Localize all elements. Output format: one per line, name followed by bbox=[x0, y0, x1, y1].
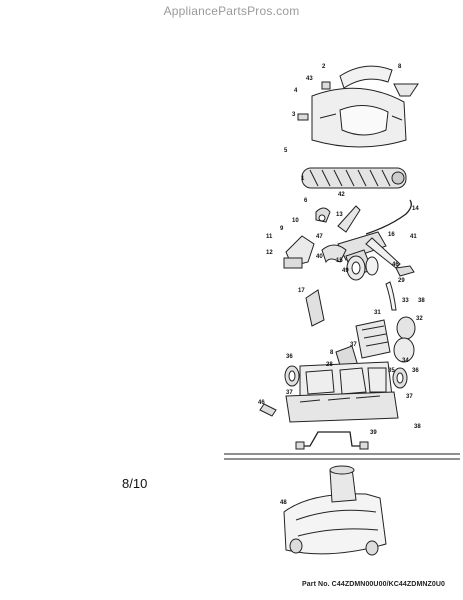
callout-31: 31 bbox=[374, 310, 381, 316]
callout-6: 6 bbox=[304, 198, 308, 204]
callout-38: 38 bbox=[414, 424, 421, 430]
callout-16: 16 bbox=[388, 232, 395, 238]
part-disc bbox=[365, 256, 379, 276]
callout-29: 29 bbox=[398, 278, 405, 284]
part-fan-housing bbox=[393, 337, 415, 363]
callout-35: 35 bbox=[388, 368, 395, 374]
callout-33: 33 bbox=[402, 298, 409, 304]
part-motor bbox=[355, 319, 391, 359]
part-small-tab bbox=[321, 81, 331, 90]
callout-38: 38 bbox=[418, 298, 425, 304]
callout-37: 37 bbox=[350, 342, 357, 348]
callout-42: 42 bbox=[338, 192, 345, 198]
callout-43: 43 bbox=[306, 76, 313, 82]
callout-28: 28 bbox=[326, 362, 333, 368]
callout-40: 40 bbox=[316, 254, 323, 260]
part-rod bbox=[365, 237, 401, 269]
part-number: Part No. C44ZDMN00U00/KC44ZDMNZ0U0 bbox=[302, 581, 446, 588]
part-handle-bar bbox=[300, 431, 364, 447]
part-spring-clip bbox=[395, 265, 415, 277]
part-top-cover bbox=[339, 65, 393, 89]
callout-39: 39 bbox=[370, 430, 377, 436]
callout-10: 10 bbox=[292, 218, 299, 224]
callout-3: 3 bbox=[292, 112, 296, 118]
callout-48: 48 bbox=[280, 500, 287, 506]
part-link-arm bbox=[337, 205, 361, 233]
page-number: 8/10 bbox=[122, 476, 148, 491]
part-small-arm bbox=[259, 403, 277, 417]
callout-46: 46 bbox=[392, 262, 399, 268]
callout-34: 34 bbox=[402, 358, 409, 364]
callout-36: 36 bbox=[286, 354, 293, 360]
part-latch bbox=[305, 289, 325, 327]
part-base-plate bbox=[285, 391, 399, 423]
callout-8: 8 bbox=[398, 64, 402, 70]
part-clip bbox=[297, 113, 309, 121]
callout-46: 46 bbox=[258, 400, 265, 406]
callout-47: 47 bbox=[316, 234, 323, 240]
callout-36: 36 bbox=[412, 368, 419, 374]
callout-14: 14 bbox=[412, 206, 419, 212]
part-fan bbox=[396, 316, 416, 340]
part-cord bbox=[365, 199, 412, 235]
callout-17: 17 bbox=[298, 288, 305, 294]
callout-32: 32 bbox=[416, 316, 423, 322]
part-small-cone bbox=[393, 83, 419, 97]
callout-4: 4 bbox=[294, 88, 298, 94]
site-header: AppliancePartsPros.com bbox=[163, 4, 300, 18]
callout-13: 13 bbox=[336, 212, 343, 218]
callout-9: 9 bbox=[280, 226, 284, 232]
callout-5: 5 bbox=[284, 148, 288, 154]
callout-2: 2 bbox=[322, 64, 326, 70]
callout-12: 12 bbox=[266, 250, 273, 256]
part-small-plate bbox=[283, 257, 303, 269]
callout-8: 8 bbox=[330, 350, 334, 356]
callout-1: 1 bbox=[301, 176, 305, 182]
callout-37: 37 bbox=[286, 390, 293, 396]
callout-37: 37 bbox=[406, 394, 413, 400]
callout-49: 49 bbox=[342, 268, 349, 274]
part-belt bbox=[385, 281, 397, 311]
callout-11: 11 bbox=[266, 234, 273, 240]
part-elbow bbox=[321, 244, 347, 264]
callout-41: 41 bbox=[410, 234, 417, 240]
assembled-nozzle bbox=[283, 493, 387, 555]
callout-15: 15 bbox=[336, 258, 343, 264]
